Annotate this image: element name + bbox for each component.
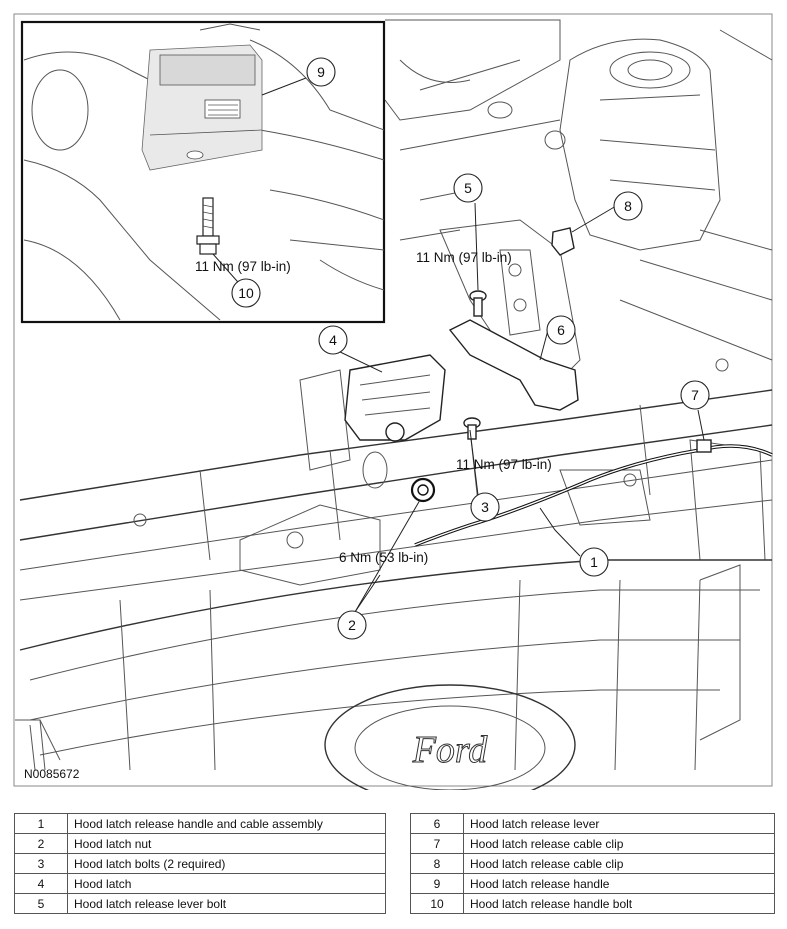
legend-row: 1 Hood latch release handle and cable as… xyxy=(14,813,386,834)
torque-label-latch-nut: 6 Nm (53 lb-in) xyxy=(339,550,428,565)
legend-desc: Hood latch release cable clip xyxy=(463,853,775,874)
legend-desc: Hood latch bolts (2 required) xyxy=(67,853,386,874)
legend-table-left: 1 Hood latch release handle and cable as… xyxy=(14,813,386,914)
legend-row: 2 Hood latch nut xyxy=(14,833,386,854)
leader-lines xyxy=(212,77,705,613)
legend-row: 8 Hood latch release cable clip xyxy=(410,853,775,874)
callout-8: 8 xyxy=(613,191,643,221)
legend-row: 10 Hood latch release handle bolt xyxy=(410,893,775,914)
release-handle xyxy=(141,44,263,171)
svg-text:5: 5 xyxy=(464,180,472,196)
svg-text:1: 1 xyxy=(590,554,598,570)
legend-num: 9 xyxy=(410,873,464,894)
torque-label-handle-bolt: 11 Nm (97 lb-in) xyxy=(195,259,291,274)
svg-text:8: 8 xyxy=(624,198,632,214)
svg-text:2: 2 xyxy=(348,617,356,633)
legend-num: 7 xyxy=(410,833,464,854)
cable-clip-8 xyxy=(551,227,575,256)
callout-3: 3 xyxy=(470,492,500,522)
callout-6: 6 xyxy=(546,315,576,345)
legend-row: 7 Hood latch release cable clip xyxy=(410,833,775,854)
callout-4: 4 xyxy=(318,325,348,355)
legend-num: 5 xyxy=(14,893,68,914)
torque-label-latch-bolts: 11 Nm (97 lb-in) xyxy=(456,457,552,472)
legend-desc: Hood latch release lever xyxy=(463,813,775,834)
svg-text:6: 6 xyxy=(557,322,565,338)
svg-text:3: 3 xyxy=(481,499,489,515)
legend-num: 4 xyxy=(14,873,68,894)
torque-label-lever-bolt: 11 Nm (97 lb-in) xyxy=(416,250,512,265)
legend-num: 6 xyxy=(410,813,464,834)
legend-row: 3 Hood latch bolts (2 required) xyxy=(14,853,386,874)
svg-text:9: 9 xyxy=(317,64,325,80)
legend-table-right: 6 Hood latch release lever 7 Hood latch … xyxy=(410,813,775,914)
figure-id-label: N0085672 xyxy=(24,767,80,781)
callout-7: 7 xyxy=(680,380,710,410)
legend-desc: Hood latch release handle bolt xyxy=(463,893,775,914)
legend-row: 9 Hood latch release handle xyxy=(410,873,775,894)
legend-num: 1 xyxy=(14,813,68,834)
exploded-view-illustration: Ford xyxy=(13,13,773,790)
legend-desc: Hood latch release lever bolt xyxy=(67,893,386,914)
engine-bay-linework: Ford xyxy=(15,19,773,790)
legend-row: 4 Hood latch xyxy=(14,873,386,894)
legend-desc: Hood latch nut xyxy=(67,833,386,854)
release-lever-bolt xyxy=(469,290,487,317)
hood-latch-bolt xyxy=(463,417,481,440)
legend-desc: Hood latch release handle xyxy=(463,873,775,894)
hood-latch-nut xyxy=(410,477,436,503)
legend-num: 10 xyxy=(410,893,464,914)
legend-row: 5 Hood latch release lever bolt xyxy=(14,893,386,914)
legend-row: 6 Hood latch release lever xyxy=(410,813,775,834)
callout-5: 5 xyxy=(453,173,483,203)
release-handle-bolt xyxy=(196,197,220,255)
legend-desc: Hood latch xyxy=(67,873,386,894)
legend-num: 3 xyxy=(14,853,68,874)
ford-emblem-text: Ford xyxy=(412,729,489,771)
legend-desc: Hood latch release cable clip xyxy=(463,833,775,854)
callout-2: 2 xyxy=(337,610,367,640)
legend-num: 2 xyxy=(14,833,68,854)
callout-1: 1 xyxy=(579,547,609,577)
callout-9: 9 xyxy=(306,57,336,87)
svg-text:10: 10 xyxy=(238,285,254,301)
release-lever xyxy=(448,319,579,411)
legend-desc: Hood latch release handle and cable asse… xyxy=(67,813,386,834)
cable-clip-7 xyxy=(696,439,712,453)
svg-text:4: 4 xyxy=(329,332,337,348)
legend-num: 8 xyxy=(410,853,464,874)
svg-text:7: 7 xyxy=(691,387,699,403)
callout-10: 10 xyxy=(231,278,261,308)
